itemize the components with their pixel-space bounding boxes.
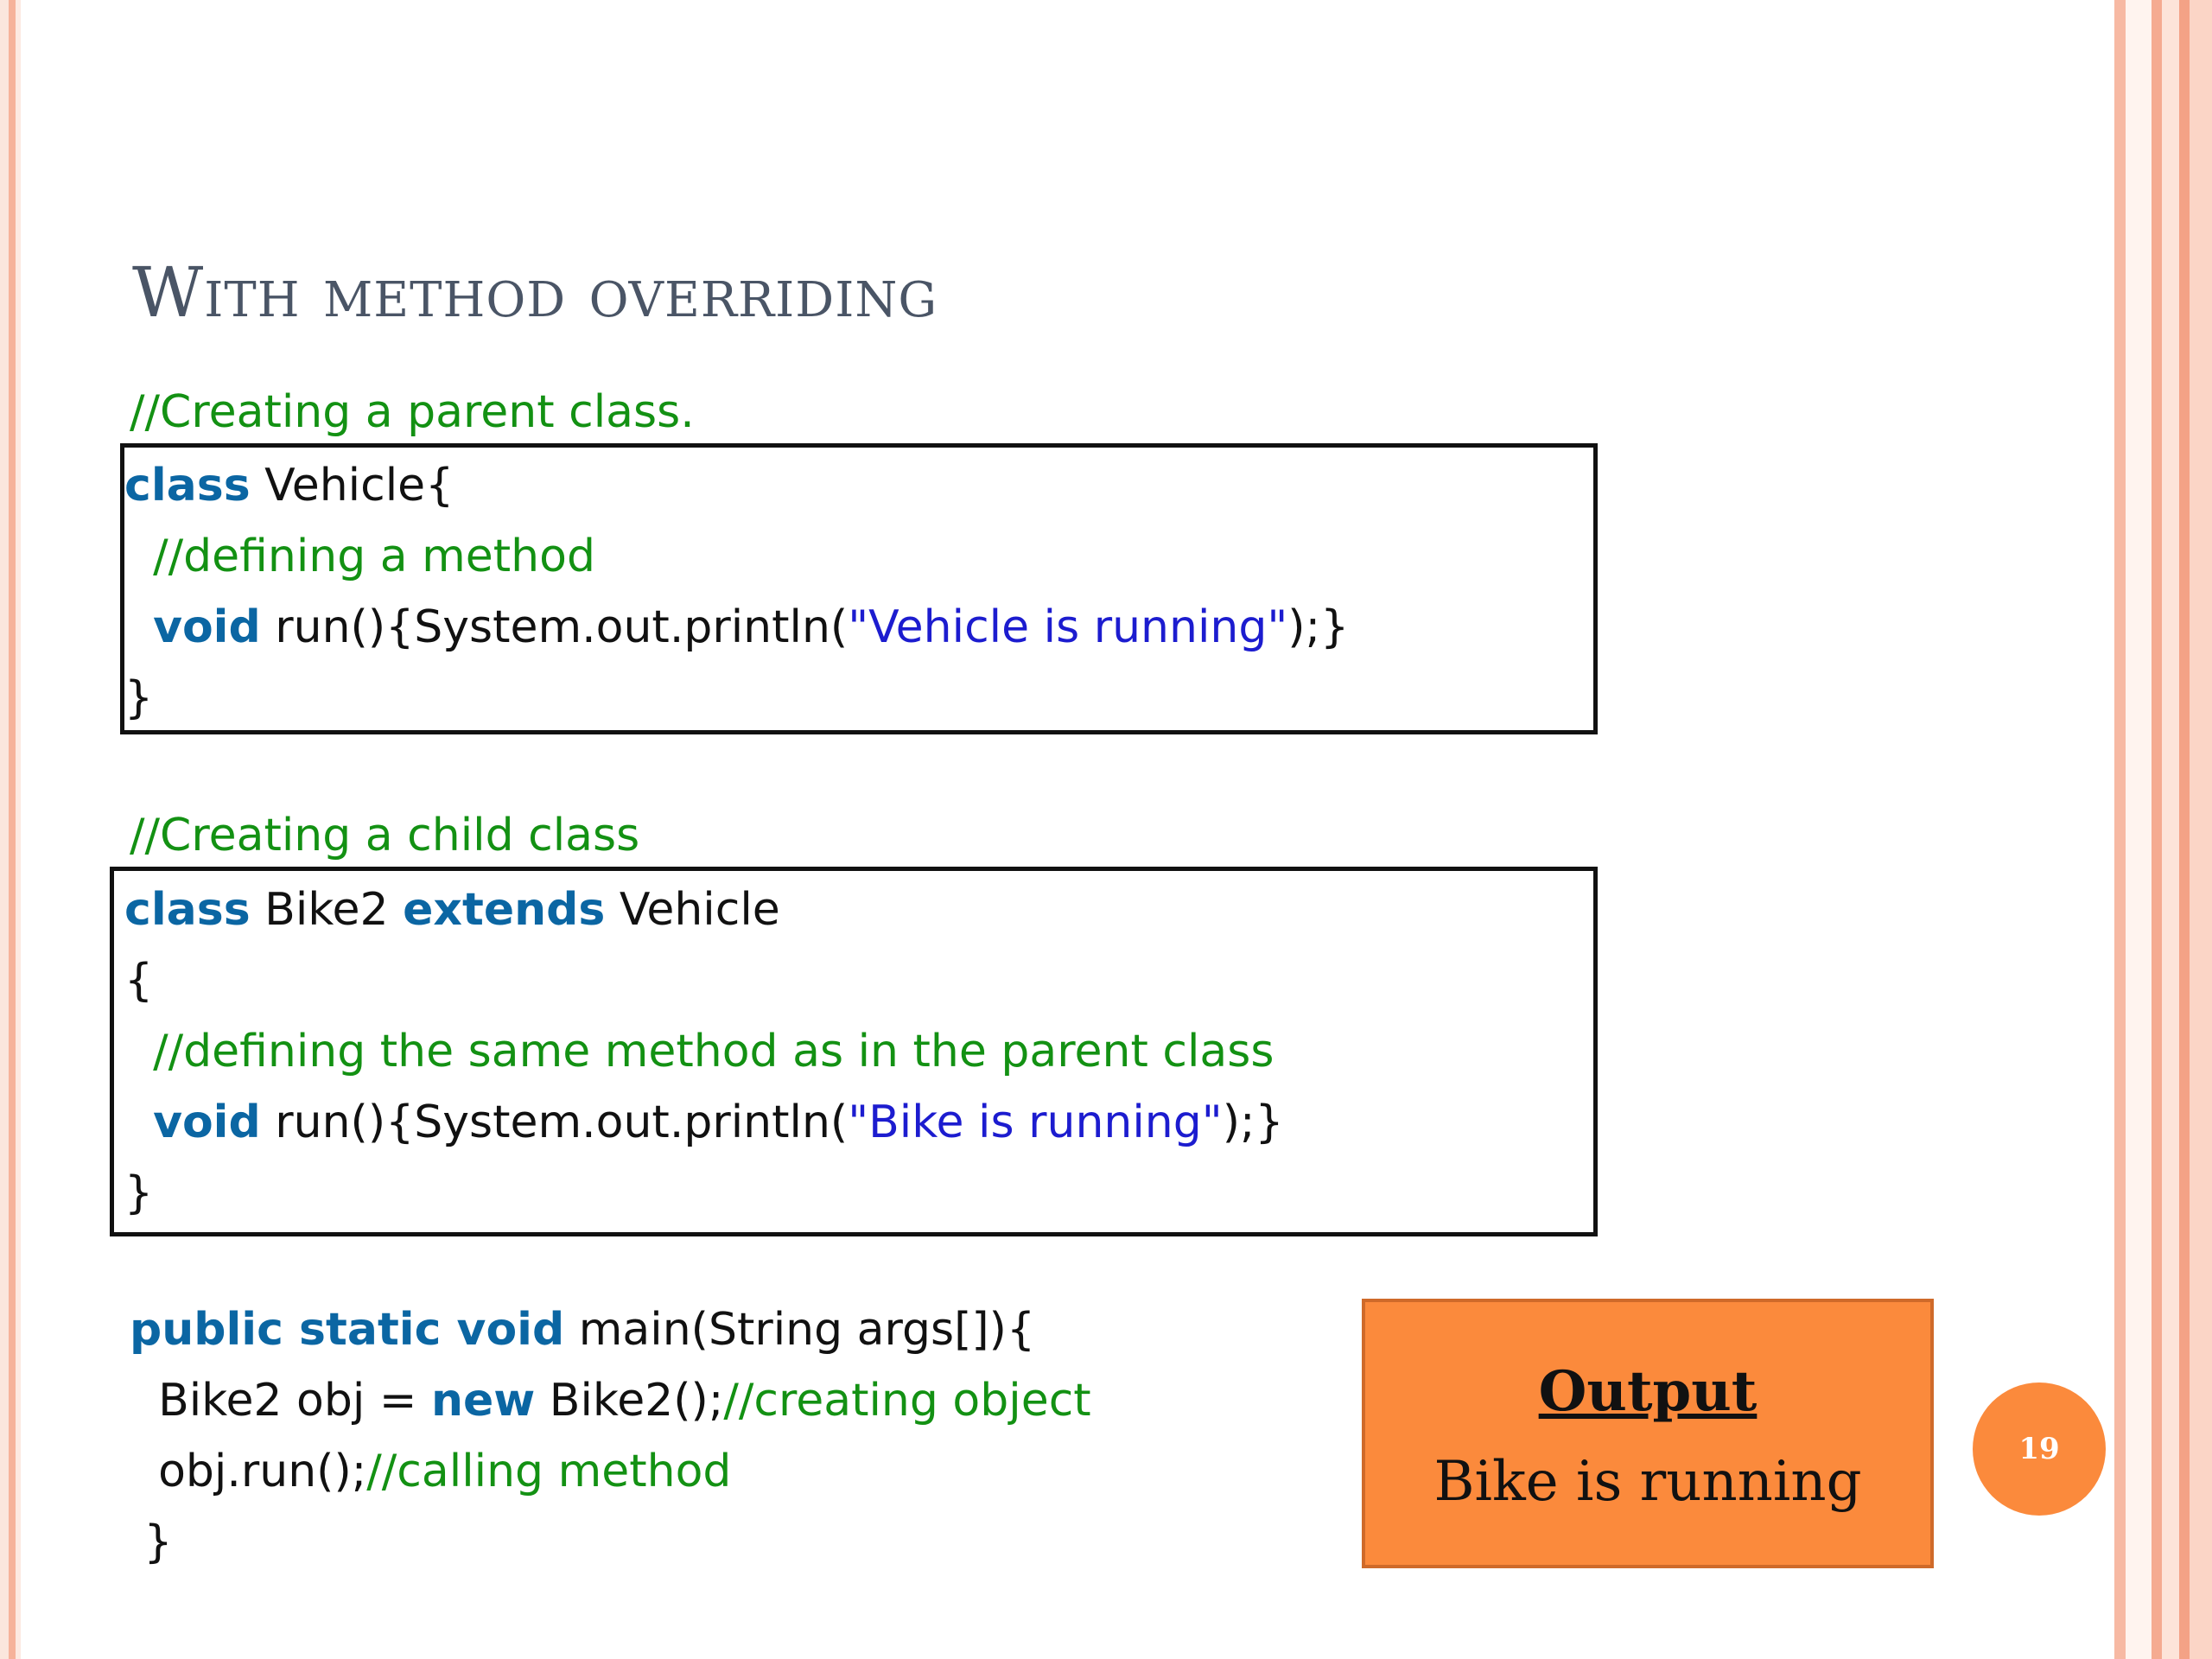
left-border-stripe xyxy=(0,0,9,1659)
code-comment: //defining the same method as in the par… xyxy=(153,1026,1274,1077)
code-text: Vehicle xyxy=(605,884,780,936)
code-text: );} xyxy=(1287,601,1350,653)
code-line: obj.run();//calling method xyxy=(130,1436,1091,1507)
code-comment: //calling method xyxy=(366,1446,732,1497)
right-border-stripe xyxy=(2126,0,2152,1659)
output-box: Output Bike is running xyxy=(1362,1299,1934,1568)
string-literal: "Bike is running" xyxy=(848,1096,1223,1148)
left-border-stripe xyxy=(16,0,21,1659)
parent-class-code-box: class Vehicle{ //defining a method void … xyxy=(120,443,1598,734)
right-border-stripe xyxy=(2152,0,2162,1659)
code-text: Bike2 obj = xyxy=(158,1375,431,1427)
code-text: run(){System.out.println( xyxy=(260,1096,849,1148)
code-text: Bike2 xyxy=(250,884,404,936)
code-text: main(String args[]){ xyxy=(564,1304,1036,1356)
left-border-stripe xyxy=(9,0,16,1659)
slide-title: With method overriding xyxy=(132,252,938,333)
keyword: void xyxy=(153,601,261,653)
right-border-stripe xyxy=(2190,0,2212,1659)
code-text: run(){System.out.println( xyxy=(260,601,849,653)
code-line: } xyxy=(130,1507,1091,1578)
code-text: obj.run(); xyxy=(158,1446,367,1497)
right-border-stripe xyxy=(2162,0,2179,1659)
code-text: } xyxy=(124,1167,154,1219)
code-text: { xyxy=(124,955,154,1007)
code-text: } xyxy=(143,1516,173,1568)
keyword: class xyxy=(124,460,251,512)
code-text: Vehicle{ xyxy=(250,460,454,512)
child-class-code-box: class Bike2 extends Vehicle { //defining… xyxy=(110,867,1598,1236)
page-number-badge: 19 xyxy=(1973,1382,2106,1516)
right-border-stripe xyxy=(2114,0,2126,1659)
code-line: } xyxy=(124,663,1593,734)
code-text: );} xyxy=(1222,1096,1284,1148)
code-line: { xyxy=(114,945,1593,1016)
parent-class-comment: //Creating a parent class. xyxy=(130,386,695,438)
code-line: //defining the same method as in the par… xyxy=(114,1016,1593,1087)
code-line: void run(){System.out.println("Bike is r… xyxy=(114,1087,1593,1158)
main-method-code: public static void main(String args[]){ … xyxy=(130,1294,1091,1578)
string-literal: "Vehicle is running" xyxy=(848,601,1288,653)
code-comment: //defining a method xyxy=(153,531,595,582)
code-line: } xyxy=(114,1158,1593,1229)
output-title: Output xyxy=(1538,1359,1758,1424)
keyword: extends xyxy=(403,884,606,936)
code-comment: //creating object xyxy=(723,1375,1091,1427)
code-line: //defining a method xyxy=(124,521,1593,592)
code-line: Bike2 obj = new Bike2();//creating objec… xyxy=(130,1365,1091,1436)
output-text: Bike is running xyxy=(1433,1450,1862,1514)
right-border-stripe xyxy=(2179,0,2190,1659)
keyword: void xyxy=(153,1096,261,1148)
keyword: new xyxy=(430,1375,536,1427)
code-line: class Vehicle{ xyxy=(124,450,1593,521)
code-text: Bike2(); xyxy=(535,1375,724,1427)
code-line: public static void main(String args[]){ xyxy=(130,1294,1091,1365)
child-class-comment: //Creating a child class xyxy=(130,810,640,861)
code-text: } xyxy=(124,672,154,724)
code-line: class Bike2 extends Vehicle xyxy=(114,874,1593,945)
code-line: void run(){System.out.println("Vehicle i… xyxy=(124,592,1593,663)
keyword: public static void xyxy=(130,1304,565,1356)
keyword: class xyxy=(124,884,251,936)
